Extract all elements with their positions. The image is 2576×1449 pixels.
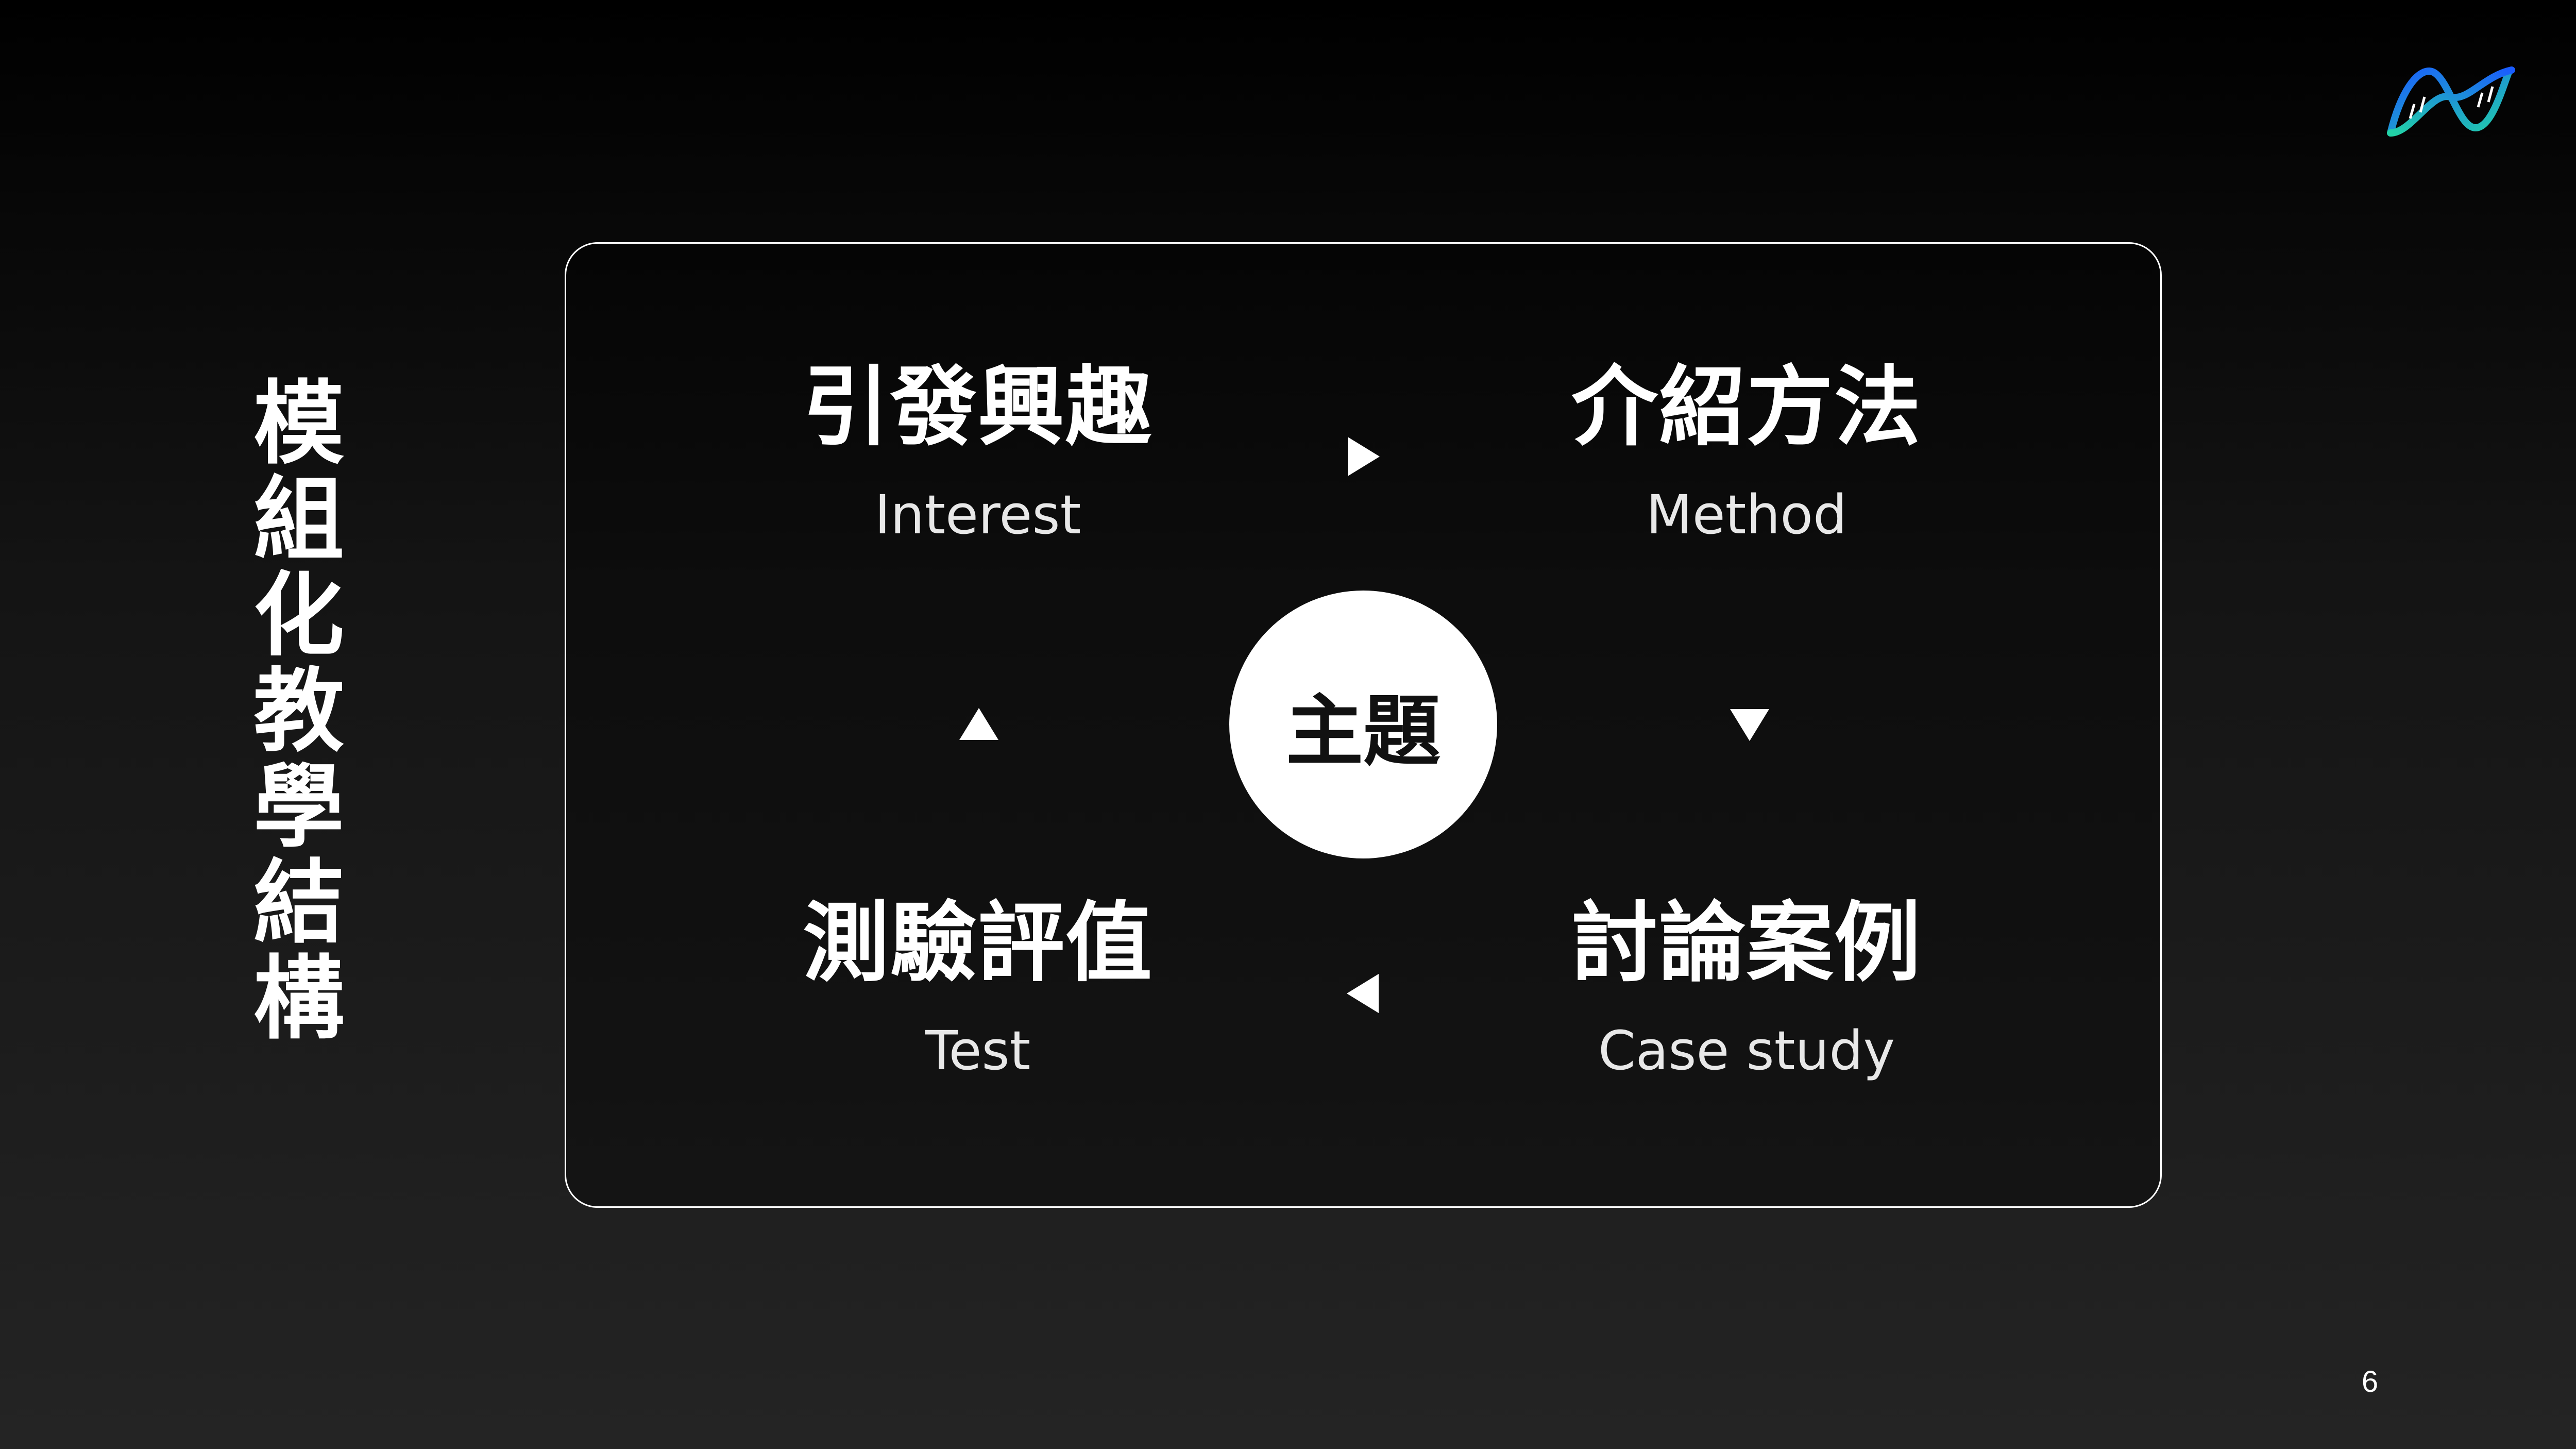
node-test-title: 測驗評值 bbox=[803, 892, 1153, 993]
node-interest-title: 引發興趣 bbox=[803, 357, 1153, 458]
title-char: 化 bbox=[253, 563, 344, 668]
arrow-left-icon bbox=[1347, 974, 1379, 1013]
title-char: 學 bbox=[253, 754, 344, 860]
center-topic-circle: 主題 bbox=[1229, 591, 1497, 858]
title-char: 組 bbox=[253, 467, 344, 572]
node-method-title: 介紹方法 bbox=[1571, 357, 1922, 458]
node-interest-subtitle: Interest bbox=[874, 483, 1081, 546]
node-test-subtitle: Test bbox=[925, 1019, 1031, 1082]
node-case-study: 討論案例 Case study bbox=[1515, 891, 1978, 1084]
arrow-right-icon bbox=[1348, 437, 1380, 476]
title-char: 構 bbox=[253, 946, 344, 1052]
node-interest: 引發興趣 Interest bbox=[746, 356, 1210, 548]
dna-helix-logo-icon bbox=[2387, 66, 2515, 137]
center-topic-label: 主題 bbox=[1285, 686, 1440, 777]
slide-title: 模 組 化 教 學 結 構 bbox=[237, 376, 361, 1047]
node-case-study-subtitle: Case study bbox=[1598, 1019, 1895, 1082]
page-number: 6 bbox=[2361, 1365, 2379, 1399]
arrow-up-icon bbox=[959, 708, 998, 740]
node-method: 介紹方法 Method bbox=[1515, 356, 1978, 548]
title-char: 教 bbox=[253, 659, 344, 764]
node-method-subtitle: Method bbox=[1646, 483, 1848, 546]
title-char: 結 bbox=[253, 850, 344, 956]
node-test: 測驗評值 Test bbox=[746, 891, 1210, 1084]
title-char: 模 bbox=[253, 371, 344, 477]
node-case-study-title: 討論案例 bbox=[1571, 892, 1922, 993]
arrow-down-icon bbox=[1730, 709, 1769, 741]
